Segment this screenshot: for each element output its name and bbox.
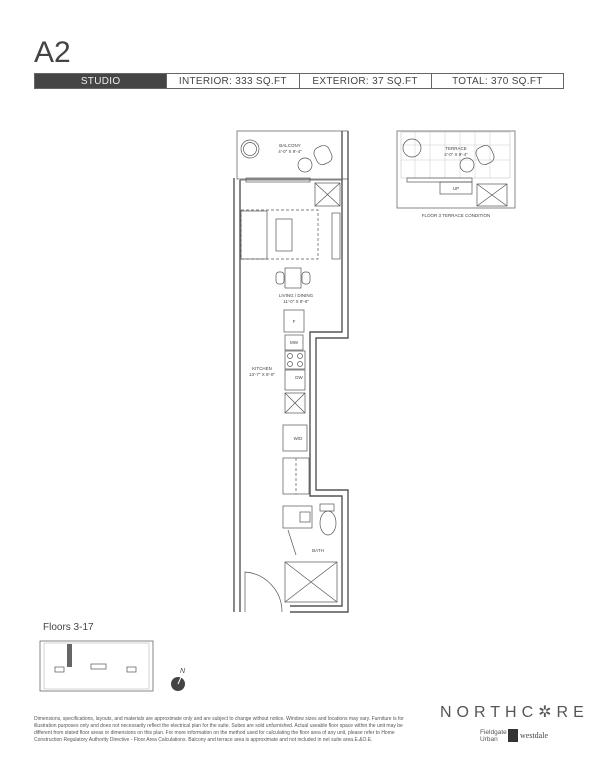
dining-table [284, 267, 302, 289]
balcony: BALCONY 4'-0" X 9'-4" [236, 130, 349, 180]
chair [301, 271, 311, 285]
balcony-door [245, 177, 311, 183]
key-plan: N [39, 640, 186, 692]
cooktop [284, 350, 306, 370]
unit-type: STUDIO [35, 74, 167, 88]
stair-up-label: UP [453, 186, 459, 191]
bath-door [287, 529, 297, 556]
balcony-dims: 4'-0" X 9'-4" [278, 149, 302, 154]
north-label: N [180, 668, 186, 675]
area-rug [240, 209, 319, 260]
shower [284, 561, 338, 603]
unit-summary-bar: STUDIO INTERIOR: 333 SQ.FT EXTERIOR: 37 … [34, 73, 564, 89]
fieldgate-logo: Fieldgate Urban [480, 729, 507, 743]
terrace-plan: TERRACE 4'-0" X 9'-4" UP [396, 130, 516, 209]
microwave-label: MW [290, 340, 299, 345]
tv-unit [331, 212, 341, 260]
balcony-label: BALCONY [279, 143, 301, 148]
basin [299, 511, 311, 523]
washer-dryer [282, 424, 308, 452]
dishwasher [284, 369, 306, 391]
terrace-label: TERRACE [445, 146, 467, 151]
terrace-dims: 4'-0" X 9'-4" [444, 152, 468, 157]
entry-door [244, 571, 283, 613]
northcore-logo: NORTHC✲RE [440, 704, 589, 721]
westdale-logo: westdale [520, 731, 548, 740]
interior-area: INTERIOR: 333 SQ.FT [166, 74, 298, 88]
chair [275, 271, 285, 285]
disclaimer: Dimensions, specifications, layouts, and… [34, 716, 404, 743]
unit-walls [233, 131, 349, 613]
bath-label: BATH [312, 548, 324, 553]
floors-label: Floors 3-17 [43, 622, 94, 633]
washer-dryer-label: W/D [294, 436, 303, 441]
total-area: TOTAL: 370 SQ.FT [430, 74, 563, 88]
vanity [282, 505, 313, 529]
westdale-logo-mark [508, 729, 518, 742]
fridge-label: F [293, 319, 296, 324]
toilet-tank [319, 503, 335, 512]
sofa [240, 210, 268, 260]
exterior-area: EXTERIOR: 37 SQ.FT [298, 74, 431, 88]
living-dims: 11'-0" X 9'-0" [283, 299, 309, 304]
kitchen-label: KITCHEN [252, 366, 272, 371]
unit-highlight [67, 644, 72, 667]
coffee-table [275, 218, 293, 252]
toilet [319, 510, 337, 536]
terrace-caption: FLOOR 3 TERRACE CONDITION [422, 213, 490, 218]
kitchen-dims: 13'-7" X 8'-0" [249, 372, 275, 377]
microwave [284, 334, 304, 351]
living-label: LIVING / DINING [279, 293, 314, 298]
sink [284, 392, 306, 414]
dishwasher-label: DW [295, 375, 303, 380]
closet [314, 182, 341, 207]
unit-name: A2 [34, 36, 71, 69]
fridge [283, 309, 305, 333]
